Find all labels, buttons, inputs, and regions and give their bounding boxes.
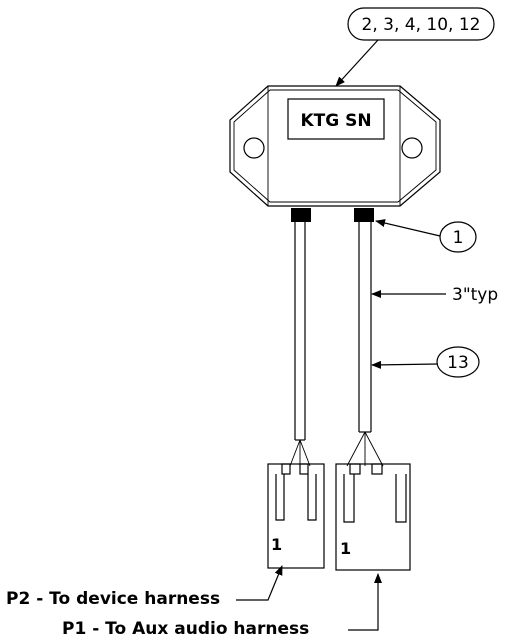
item-1-leader <box>375 219 441 237</box>
p1-latch-left <box>343 474 355 523</box>
device-outline <box>229 85 441 207</box>
left-cable-boot <box>291 208 311 222</box>
item-1-balloon <box>439 221 477 253</box>
p2-note-leader <box>236 565 283 601</box>
p1-pin-slot-1 <box>349 463 361 475</box>
top-reference-text: 2, 3, 4, 10, 12 <box>362 15 481 35</box>
item-13-callout: 13 <box>371 346 480 378</box>
p1-note-leader <box>348 573 382 631</box>
p2-connector: 1 <box>267 463 325 569</box>
top-reference-callout: 2, 3, 4, 10, 12 <box>335 7 495 87</box>
p2-note: P2 - To device harness <box>6 589 220 609</box>
p1-pin-marker: 1 <box>340 539 351 558</box>
right-cable-boot <box>354 208 374 222</box>
p1-pin-slot-2 <box>371 463 383 475</box>
item-13-leader <box>371 360 439 369</box>
p2-pin-slot-2 <box>299 463 309 475</box>
serial-label-box <box>287 98 385 140</box>
device-inner-outline <box>233 89 437 203</box>
right-wire-fan <box>346 431 384 467</box>
top-callout-leader <box>335 39 379 87</box>
left-cable <box>294 222 306 441</box>
item-1-text: 1 <box>453 228 464 248</box>
p1-connector: 1 <box>335 463 411 571</box>
right-cable <box>358 222 372 433</box>
callout-pill <box>347 7 495 41</box>
item-13-balloon <box>436 346 480 378</box>
p1-latch-right <box>395 474 407 523</box>
p2-pin-marker: 1 <box>271 535 282 554</box>
left-mount-hole <box>243 137 265 159</box>
p2-latch-left <box>275 474 285 521</box>
p1-note: P1 - To Aux audio harness <box>62 619 309 639</box>
left-wire-fan <box>289 439 311 467</box>
device-body: KTG SN <box>229 85 441 207</box>
p2-pin-slot-1 <box>281 463 291 475</box>
item-1-callout: 1 <box>375 219 477 253</box>
p2-connector-body <box>267 463 325 569</box>
right-mount-hole <box>401 137 423 159</box>
item-13-text: 13 <box>447 353 469 373</box>
device-label: KTG SN <box>300 111 371 131</box>
p2-latch-right <box>307 474 317 521</box>
length-callout: 3"typ <box>371 285 498 305</box>
length-text: 3"typ <box>452 285 498 305</box>
